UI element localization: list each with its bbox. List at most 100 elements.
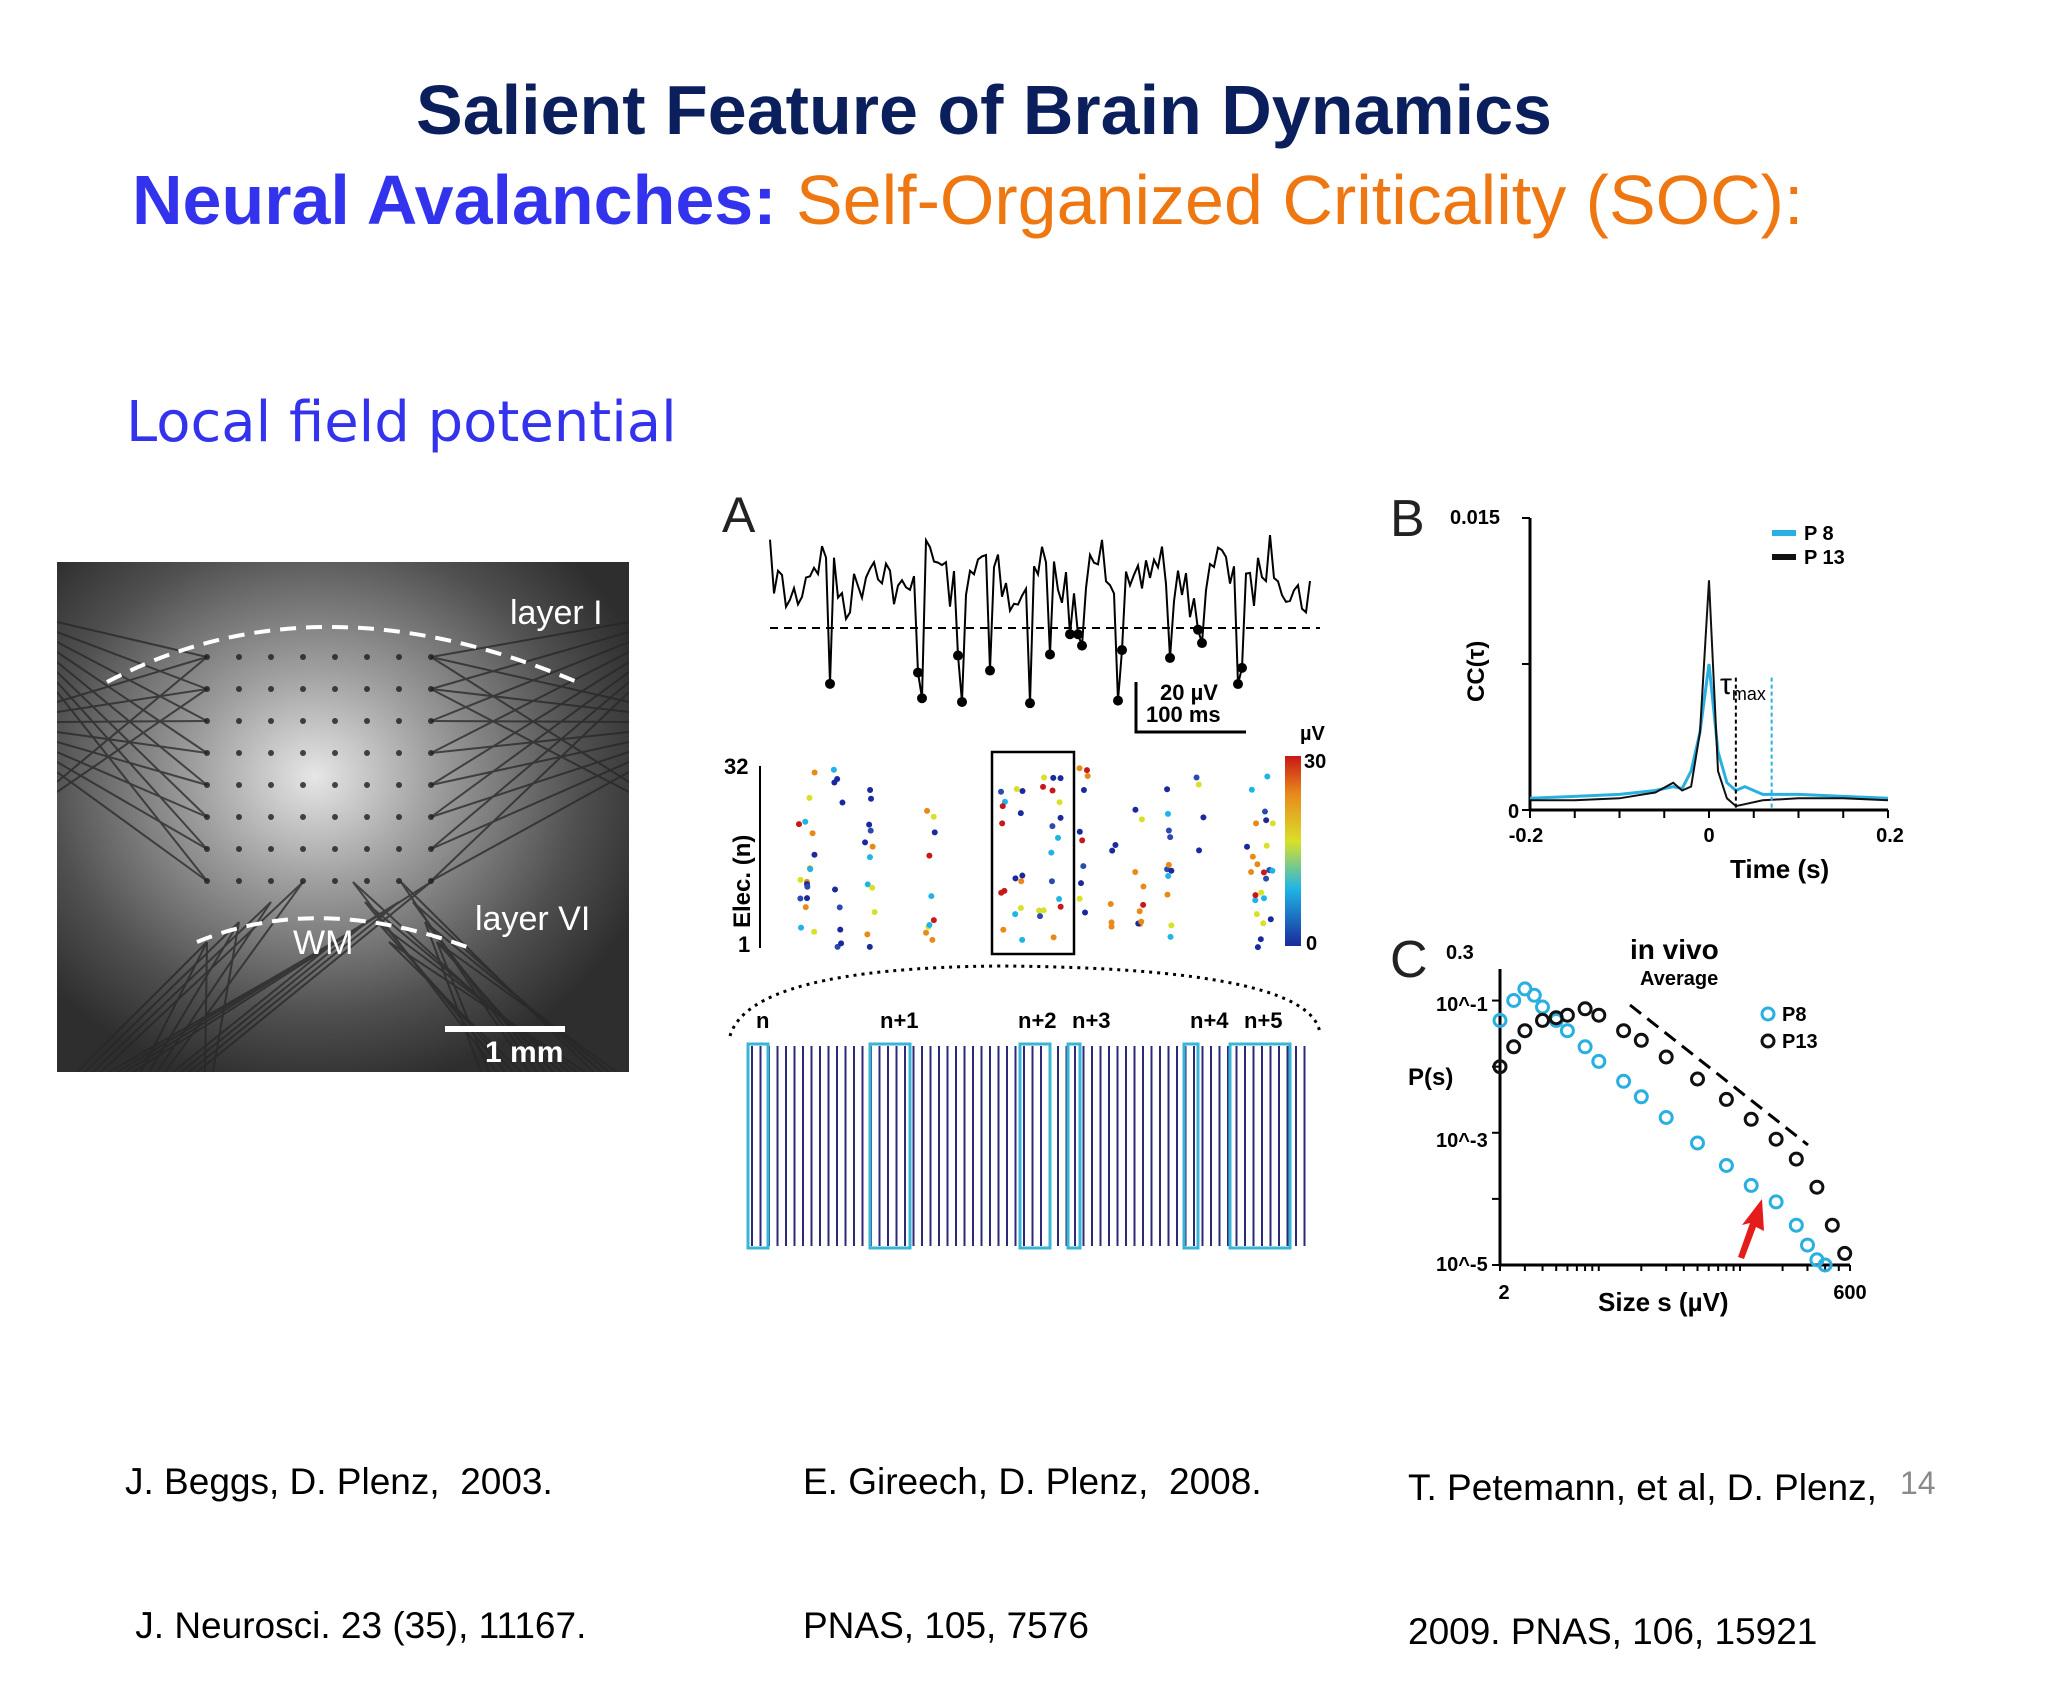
scale-amp: 20 µV <box>1160 680 1218 705</box>
raster-dot <box>807 866 814 873</box>
array-trace-right <box>376 921 514 1072</box>
raster-dot <box>864 931 871 938</box>
reference-gireech-line2: PNAS, 105, 7576 <box>803 1605 1089 1646</box>
c-data-point <box>1535 999 1550 1015</box>
raster-dot <box>1165 827 1172 834</box>
lfp-peak-dot <box>1237 662 1247 673</box>
electrode-dot <box>204 654 210 660</box>
electrode-dot <box>268 782 274 788</box>
raster-dot <box>830 766 837 773</box>
raster-dot <box>1254 861 1261 868</box>
raster-dot <box>1164 786 1171 793</box>
array-trace-left <box>140 941 208 1072</box>
electrode-dot <box>236 686 242 692</box>
electrode-dot <box>236 718 242 724</box>
raster-dot <box>1076 895 1083 902</box>
c-data-point <box>1506 1039 1522 1055</box>
electrode-dot <box>332 846 338 852</box>
bin-label-n2: n+2 <box>1018 1008 1057 1033</box>
electrode-dot <box>428 750 434 756</box>
electrode-dot <box>396 750 402 756</box>
raster-dot <box>1084 772 1091 779</box>
raster-dot <box>839 799 846 806</box>
panel-a: A 20 µV 100 ms Elec. (n) 32 1 µV 30 0 n … <box>722 488 1326 1250</box>
electrode-dot <box>204 718 210 724</box>
electrode-dot <box>428 718 434 724</box>
electrode-dot <box>364 814 370 820</box>
reference-gireech-line1: E. Gireech, D. Plenz, 2008. <box>803 1461 1262 1502</box>
electrode-dot <box>396 782 402 788</box>
electrode-dot <box>204 686 210 692</box>
array-trace-side <box>430 720 629 723</box>
lfp-peak-dot <box>1193 624 1203 635</box>
array-trace-left <box>132 881 432 1072</box>
array-trace-left <box>156 901 272 1072</box>
raster-dot <box>866 854 873 861</box>
array-trace-right <box>400 881 594 1072</box>
array-trace-side <box>57 656 208 703</box>
array-trace-left <box>92 901 272 1072</box>
c-powerlaw-guide <box>1629 1003 1809 1147</box>
bin-label-n3: n+3 <box>1072 1008 1111 1033</box>
array-trace-side <box>57 688 208 713</box>
b-xtick-left: -0.2 <box>1509 825 1543 847</box>
raster-dot <box>998 788 1005 795</box>
bin-highlight <box>868 1042 912 1250</box>
raster-dot <box>930 813 937 820</box>
raster-dot <box>867 786 874 793</box>
array-trace-side <box>57 731 208 754</box>
electrode-dot <box>364 686 370 692</box>
raster-dot <box>1078 880 1085 887</box>
c-data-point <box>1690 1071 1705 1087</box>
raster-dot <box>1013 786 1020 793</box>
c-ytick-3: 10^-3 <box>1436 1130 1488 1152</box>
raster-dots <box>795 765 1276 951</box>
raster-dot <box>1056 896 1063 903</box>
b-legend-swatch-p13 <box>1772 554 1796 560</box>
raster-dot <box>1269 867 1276 874</box>
colorbar <box>1285 756 1301 946</box>
colorbar-unit: µV <box>1300 723 1326 745</box>
b-legend-swatch-p8 <box>1772 530 1796 536</box>
raster-dot <box>923 929 930 936</box>
c-legend-p8: P8 <box>1782 1004 1806 1026</box>
electrode-dot <box>300 750 306 756</box>
electrode-dot <box>428 654 434 660</box>
raster-dot <box>871 909 878 916</box>
c-data-point <box>1824 1217 1840 1233</box>
raster-dot <box>1244 843 1251 850</box>
electrode-dot <box>428 686 434 692</box>
c-data-point <box>1535 1012 1550 1028</box>
c-data-point <box>1743 1111 1759 1127</box>
c-data-point <box>1768 1131 1784 1147</box>
bin-highlight <box>1228 1042 1292 1250</box>
raster-dot <box>1132 806 1139 813</box>
raster-dot <box>1138 816 1145 823</box>
c-data-point <box>1577 1039 1593 1055</box>
reference-gireech: E. Gireech, D. Plenz, 2008. PNAS, 105, 7… <box>803 1362 1262 1698</box>
bin-highlight <box>746 1042 770 1250</box>
electrode-dot <box>364 878 370 884</box>
raster-dot <box>1138 918 1145 925</box>
lfp-peak-dot <box>1197 638 1207 649</box>
c-data-point <box>1591 1053 1607 1069</box>
reference-petemann-line2: 2009. PNAS, 106, 15921 <box>1408 1611 1818 1652</box>
electrode-dot <box>204 750 210 756</box>
raster-dot <box>866 821 873 828</box>
array-trace-side <box>57 681 208 850</box>
raster-dot <box>795 821 802 828</box>
c-data-point <box>1577 1001 1593 1017</box>
electrode-dot <box>268 846 274 852</box>
array-trace-side <box>430 681 629 850</box>
raster-dot <box>1196 847 1203 854</box>
array-trace-side <box>430 671 629 818</box>
lfp-peaks <box>825 624 1247 709</box>
raster-dot <box>1195 781 1202 788</box>
lfp-peak-dot <box>1077 640 1087 651</box>
electrode-dot <box>268 814 274 820</box>
raster-dot <box>1257 936 1264 943</box>
raster-dot <box>1083 767 1090 774</box>
array-trace-side <box>430 688 629 713</box>
c-data-point <box>1492 1012 1508 1028</box>
layer1-boundary <box>106 625 578 684</box>
